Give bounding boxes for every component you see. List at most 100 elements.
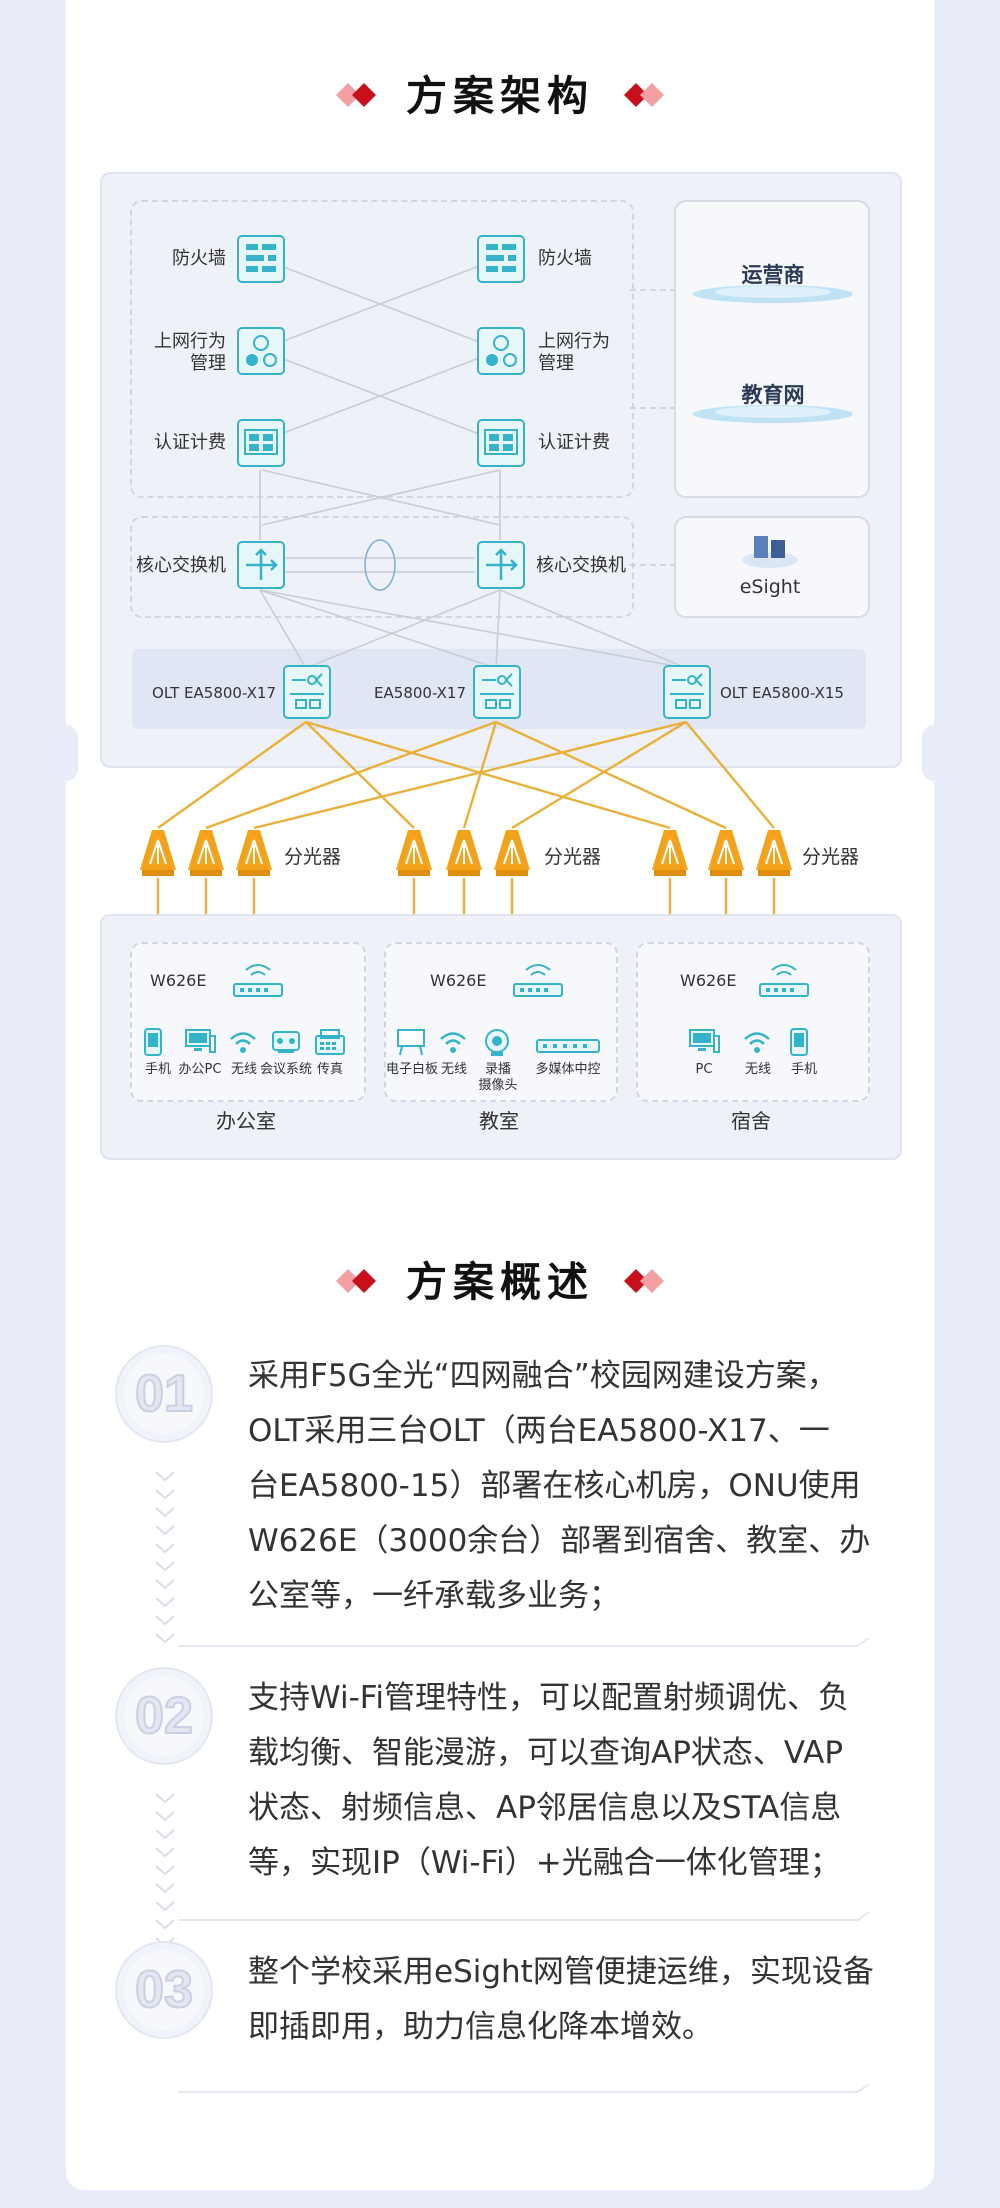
- overview-title-text: 方案概述: [406, 1258, 594, 1306]
- overview-text-line: 公室等，一纤承载多业务；: [248, 1578, 620, 1614]
- overview-text-line: 整个学校采用eSight网管便捷运维，实现设备: [248, 1954, 874, 1990]
- card-notch-right: [922, 725, 946, 781]
- splitter-label-3: 分光器: [802, 846, 860, 868]
- phone-terminal-icon: [788, 1028, 810, 1060]
- item-number-badge: [112, 1342, 216, 1450]
- olt-label-2: EA5800-X17: [374, 684, 466, 702]
- onu-router-icon-dorm: [758, 958, 810, 1004]
- pc-terminal-icon: [184, 1028, 216, 1060]
- item-separator: [178, 2073, 890, 2118]
- overview-text-line: 等，实现IP（Wi-Fi）+光融合一体化管理；: [248, 1845, 841, 1881]
- wifi-terminal-icon: [742, 1028, 772, 1060]
- education-net-label: 教育网: [741, 383, 805, 407]
- core-switch-group: [130, 516, 634, 618]
- overview-text-line: 载均衡、智能漫游，可以查询AP状态、VAP: [248, 1735, 844, 1771]
- splitter-icon: [754, 828, 794, 882]
- terminal-label: 手机: [144, 1062, 171, 1077]
- onu-label-dorm: W626E: [680, 971, 737, 990]
- area-label-dorm: 宿舍: [731, 1109, 771, 1133]
- area-label-classroom: 教室: [479, 1109, 519, 1133]
- auth-billing-icon-right: [476, 418, 526, 472]
- overview-text-line: 采用F5G全光“四网融合”校园网建设方案，: [248, 1358, 838, 1394]
- onu-label-office: W626E: [150, 971, 207, 990]
- splitter-icon: [492, 828, 532, 882]
- splitter-icon: [138, 828, 178, 882]
- pc-terminal-icon: [688, 1028, 720, 1060]
- terminal-label: 无线: [440, 1062, 467, 1077]
- camera-terminal-icon: [482, 1028, 512, 1062]
- olt-label-1: OLT EA5800-X17: [152, 684, 276, 702]
- splitter-icon: [186, 828, 226, 882]
- item-number-badge: [112, 1938, 216, 2046]
- diamond-deco-left-icon-2: [336, 1269, 376, 1293]
- fax-terminal-icon: [314, 1028, 346, 1060]
- splitter-icon: [234, 828, 274, 882]
- architecture-title-text: 方案架构: [406, 72, 594, 120]
- item-number: 03: [134, 1960, 194, 2020]
- auth-label-left: 认证计费: [154, 432, 226, 453]
- olt-icon-2: [472, 664, 522, 724]
- splitter-icon: [650, 828, 690, 882]
- terminal-label: 电子白板: [385, 1062, 438, 1077]
- onu-label-classroom: W626E: [430, 971, 487, 990]
- esight-label: eSight: [739, 576, 801, 598]
- overview-text-line: 支持Wi-Fi管理特性，可以配置射频调优、负: [248, 1680, 849, 1716]
- phone-terminal-icon: [142, 1028, 164, 1060]
- down-chevrons-icon: [152, 1468, 178, 1652]
- olt-icon-3: [662, 664, 712, 724]
- onu-router-icon-classroom: [512, 958, 564, 1004]
- terminal-label: 无线: [744, 1062, 771, 1077]
- terminal-label: 会议系统: [259, 1062, 312, 1077]
- wifi-terminal-icon: [228, 1028, 258, 1060]
- terminal-label: 无线: [230, 1062, 257, 1077]
- splitter-label-2: 分光器: [544, 846, 602, 868]
- splitter-icon: [394, 828, 434, 882]
- terminal-label: 多媒体中控: [535, 1062, 601, 1077]
- area-label-office: 办公室: [216, 1109, 276, 1133]
- wifi-terminal-icon: [438, 1028, 468, 1060]
- firewall-label-left: 防火墙: [172, 248, 226, 269]
- terminal-label: 录播 摄像头: [478, 1062, 518, 1093]
- dorm-group: [636, 942, 870, 1102]
- firewall-icon-right: [476, 234, 526, 288]
- splitter-icon: [706, 828, 746, 882]
- overview-text-line: W626E（3000余台）部署到宿舍、教室、办: [248, 1523, 871, 1559]
- core-switch-icon-left: [236, 540, 286, 594]
- diamond-deco-right-icon: [624, 83, 664, 107]
- onu-router-icon-office: [232, 958, 284, 1004]
- overview-text-line: 即插即用，助力信息化降本增效。: [248, 2009, 713, 2045]
- item-number-badge: [112, 1664, 216, 1772]
- media-terminal-icon: [535, 1036, 601, 1060]
- auth-label-right: 认证计费: [538, 432, 610, 453]
- olt-icon-1: [282, 664, 332, 724]
- behavior-label-left: 上网行为 管理: [154, 331, 226, 374]
- splitter-icon: [444, 828, 484, 882]
- esight-server-icon: [740, 530, 800, 574]
- diamond-deco-left-icon: [336, 83, 376, 107]
- overview-text-line: OLT采用三台OLT（两台EA5800-X17、一: [248, 1413, 830, 1449]
- auth-billing-icon-left: [236, 418, 286, 472]
- education-net-cloud-icon: [690, 374, 856, 434]
- terminal-label: 办公PC: [178, 1062, 222, 1077]
- down-chevrons-icon: [152, 1790, 178, 1956]
- diagram-lines: [156, 257, 776, 938]
- splitter-label-1: 分光器: [284, 846, 342, 868]
- architecture-section-title: 方案架构: [0, 62, 1000, 122]
- overview-text-line: 状态、射频信息、AP邻居信息以及STA信息: [248, 1790, 842, 1826]
- behavior-manager-icon-right: [476, 326, 526, 380]
- firewall-label-right: 防火墙: [538, 248, 592, 269]
- external-network-box: [674, 200, 870, 498]
- terminal-label: PC: [695, 1062, 713, 1077]
- carrier-cloud-icon: [690, 254, 856, 314]
- core-switch-label-right: 核心交换机: [536, 555, 626, 576]
- behavior-manager-icon-left: [236, 326, 286, 380]
- diamond-deco-right-icon-2: [624, 1269, 664, 1293]
- board-terminal-icon: [396, 1028, 426, 1060]
- item-separator: [178, 1901, 890, 1946]
- behavior-label-right: 上网行为 管理: [538, 331, 610, 374]
- classroom-group: [384, 942, 618, 1102]
- item-number: 02: [134, 1686, 194, 1746]
- card-notch-left: [54, 725, 78, 781]
- terminal-label: 手机: [790, 1062, 817, 1077]
- firewall-icon-left: [236, 234, 286, 288]
